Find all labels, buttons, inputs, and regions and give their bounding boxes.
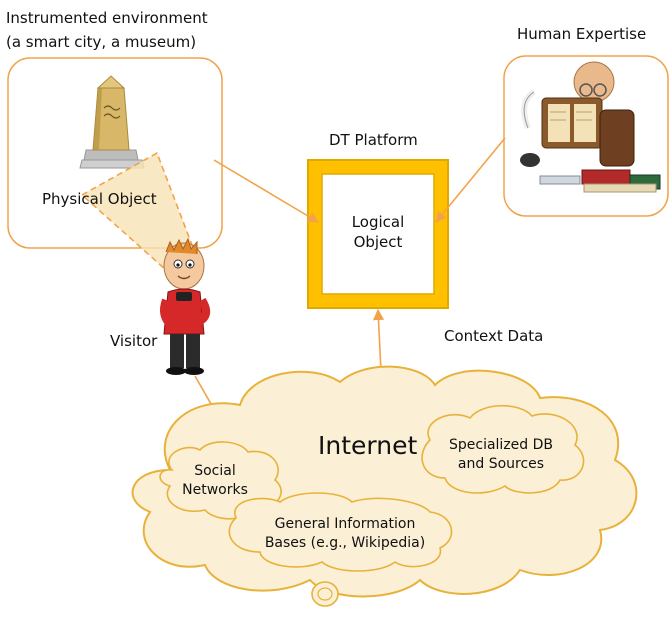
specialized-db-line2: and Sources: [457, 456, 545, 472]
specialized-db-line1: Specialized DB: [448, 437, 553, 453]
logical-object-line1: Logical: [351, 213, 405, 231]
social-networks-label: Social Networks: [170, 462, 260, 500]
general-information-line2: Bases (e.g., Wikipedia): [264, 535, 426, 551]
internet-title: Internet: [318, 431, 418, 460]
specialized-db-cloud: [421, 405, 585, 494]
social-networks-line1: Social: [194, 463, 236, 479]
dt-platform-title: DT Platform: [329, 131, 418, 149]
general-information-label: General Information Bases (e.g., Wikiped…: [250, 515, 440, 553]
environment-title: Instrumented environment (a smart city, …: [6, 6, 208, 54]
physical-object-label: Physical Object: [42, 190, 157, 208]
arrow-environment-to-platform: [213, 159, 319, 223]
environment-title-line2: (a smart city, a museum): [6, 33, 197, 51]
environment-title-line1: Instrumented environment: [6, 9, 208, 27]
context-data-label: Context Data: [444, 327, 544, 345]
logical-object-line2: Object: [353, 233, 403, 251]
social-networks-line2: Networks: [182, 482, 248, 498]
human-expertise-icon: [520, 61, 661, 193]
specialized-db-label: Specialized DB and Sources: [432, 436, 570, 474]
general-information-line1: General Information: [274, 516, 416, 532]
general-information-cloud: [228, 492, 453, 572]
visitor-label: Visitor: [110, 332, 158, 350]
logical-object-label: Logical Object: [333, 212, 423, 252]
visitor-icon: [160, 237, 211, 375]
arrow-human-to-platform: [435, 137, 506, 223]
logical-object-box: [321, 173, 435, 295]
human-expertise-title: Human Expertise: [517, 25, 647, 43]
obelisk-icon: [79, 75, 145, 169]
